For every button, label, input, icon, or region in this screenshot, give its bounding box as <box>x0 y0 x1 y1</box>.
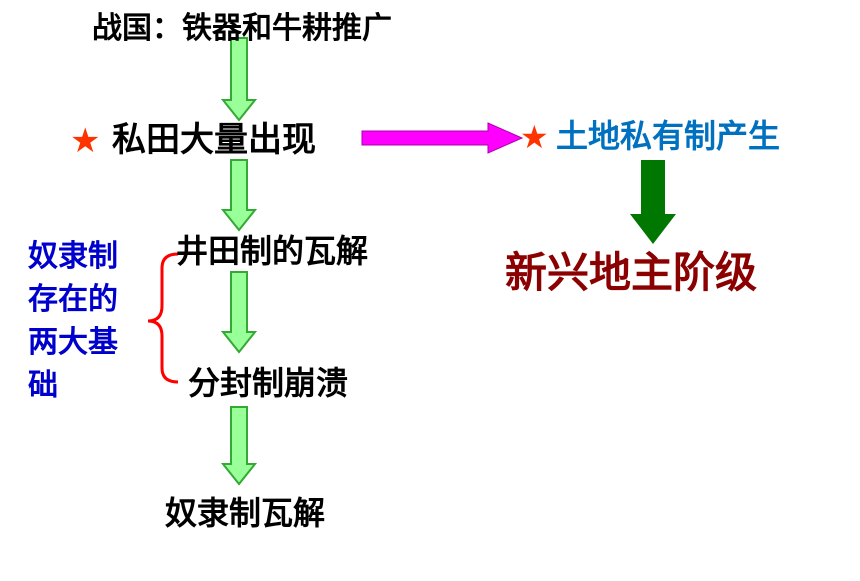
land-private-text: 土地私有制产生 <box>556 117 781 155</box>
foundations-line: 两大基 <box>28 325 118 360</box>
foundations-label: 奴隶制 存在的 两大基 础 <box>28 235 118 407</box>
right-arrow <box>361 122 524 154</box>
slavery-collapse-text: 奴隶制瓦解 <box>165 494 326 532</box>
foundations-line: 奴隶制 <box>28 239 118 274</box>
fengjian-collapse-text: 分封制崩溃 <box>188 364 349 402</box>
title-line: 战国：铁器和牛耕推广 <box>92 11 392 46</box>
star-icon: ★ <box>520 118 549 156</box>
down-arrow-4 <box>220 406 258 486</box>
down-arrow-2 <box>220 159 258 232</box>
private-fields-text: 私田大量出现 <box>112 120 316 160</box>
dark-down-arrow <box>630 160 676 244</box>
foundations-line: 础 <box>28 368 58 403</box>
down-arrow-1 <box>220 37 258 122</box>
foundations-line: 存在的 <box>28 282 118 317</box>
down-arrow-3 <box>220 271 258 354</box>
landlord-class-text: 新兴地主阶级 <box>505 248 758 297</box>
jingtian-collapse-text: 井田制的瓦解 <box>176 232 369 270</box>
star-icon: ★ <box>70 121 101 161</box>
curly-brace <box>147 252 179 384</box>
